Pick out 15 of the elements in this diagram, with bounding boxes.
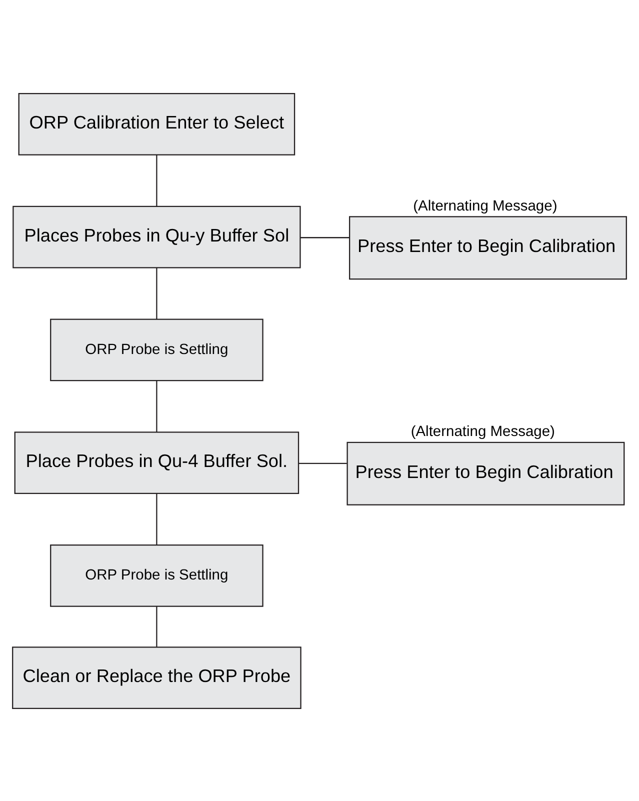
connector [156, 380, 158, 432]
node-box: ORP Probe is Settling [50, 544, 264, 606]
node-label: (Alternating Message) [413, 198, 558, 214]
connector [300, 236, 350, 238]
connector [156, 606, 158, 646]
node-box: ORP Probe is Settling [50, 318, 264, 381]
node-label: (Alternating Message) [410, 424, 555, 440]
node-box: Clean or Replace the ORP Probe [12, 646, 302, 709]
connector [156, 267, 158, 319]
connector [156, 154, 158, 206]
connector [298, 462, 347, 464]
node-box: Place Probes in Qu-4 Buffer Sol. [14, 431, 300, 494]
node-box: Places Probes in Qu-y Buffer Sol [12, 205, 301, 268]
node-box: ORP Calibration Enter to Select [18, 92, 296, 155]
connector [156, 493, 158, 544]
